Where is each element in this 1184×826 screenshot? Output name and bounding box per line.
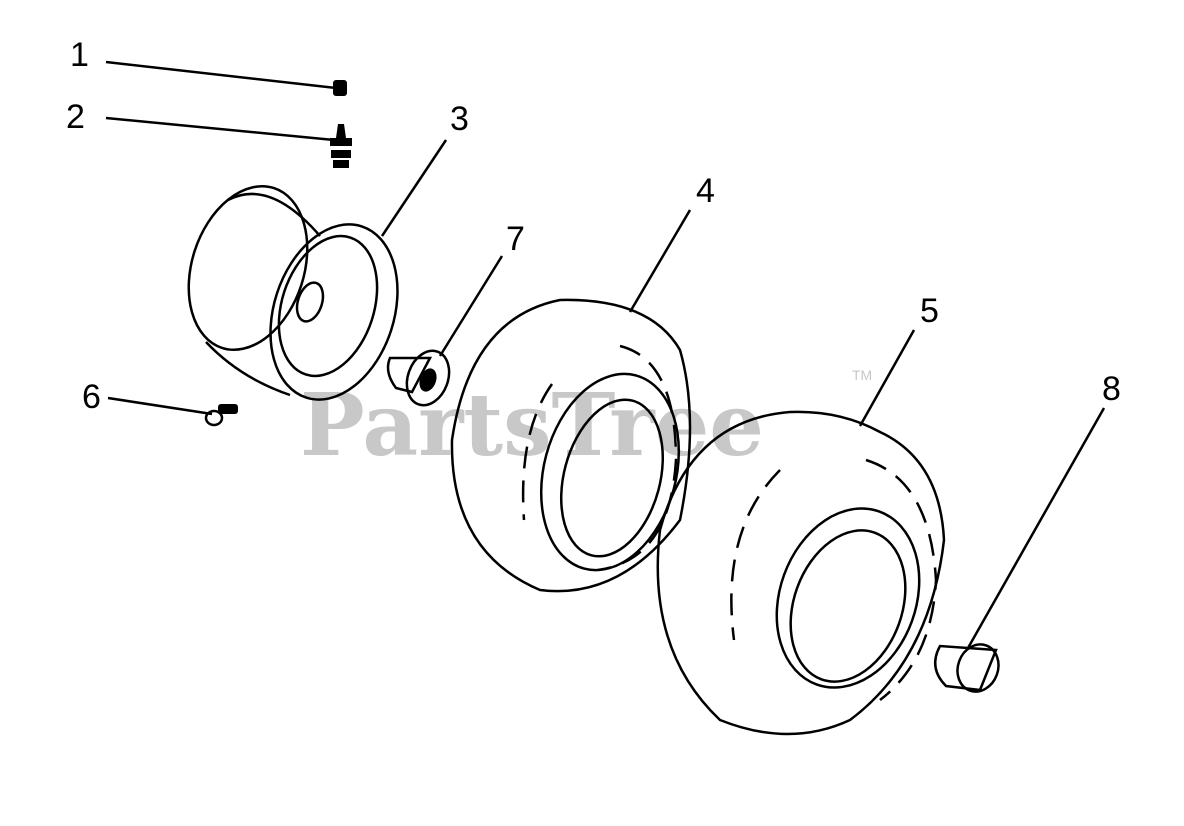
leader-line-2 [105, 116, 335, 142]
leader-line-4 [628, 209, 692, 313]
leader-line-7 [438, 255, 504, 357]
callout-2: 2 [66, 98, 85, 136]
leader-line-1 [105, 60, 337, 90]
callout-3: 3 [450, 100, 469, 138]
leader-line-6 [107, 396, 213, 416]
front-tire-icon[interactable] [450, 298, 700, 593]
callout-8: 8 [1102, 370, 1121, 408]
callout-6: 6 [82, 378, 101, 416]
valve-cap-icon[interactable] [333, 80, 347, 96]
flange-bushing-icon[interactable] [386, 345, 456, 411]
callout-1: 1 [70, 36, 89, 74]
wheel-rim-icon[interactable] [169, 171, 419, 416]
leader-line-8 [966, 407, 1106, 649]
callout-7: 7 [506, 220, 525, 258]
bearing-sleeve-icon[interactable] [933, 639, 1005, 698]
rear-tire-icon[interactable] [656, 410, 946, 736]
watermark-trademark: TM [852, 367, 872, 383]
leader-line-5 [858, 329, 916, 427]
valve-stem-icon[interactable] [330, 124, 352, 168]
callout-4: 4 [696, 172, 715, 210]
callout-5: 5 [920, 292, 939, 330]
leader-line-3 [380, 139, 448, 237]
grease-fitting-icon[interactable] [204, 404, 238, 427]
